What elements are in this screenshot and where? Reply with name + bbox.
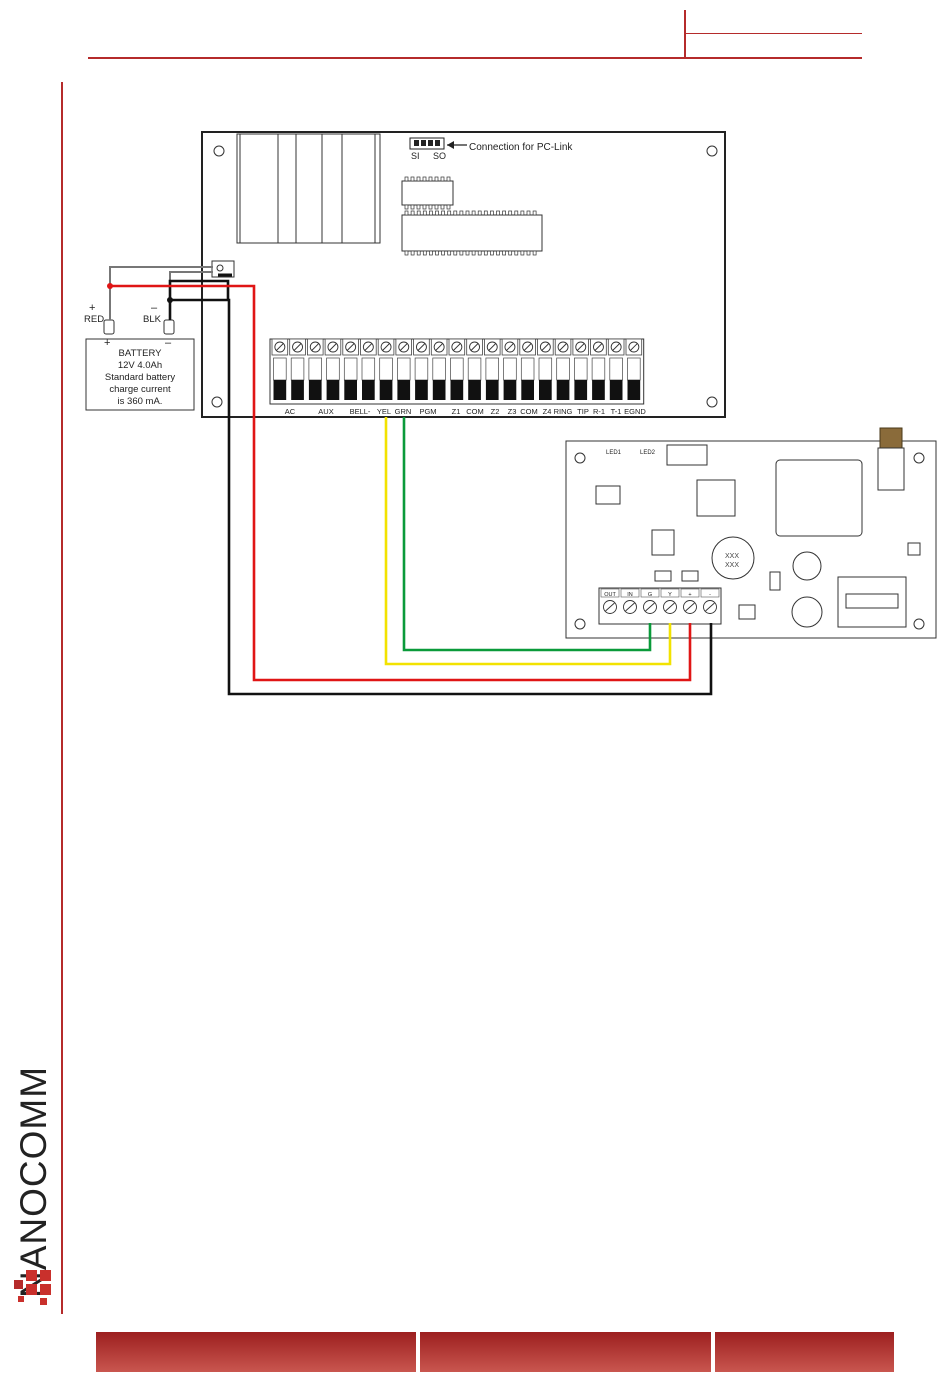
brand-logo: NANOCOMM bbox=[14, 1040, 54, 1305]
terminal-screw bbox=[290, 339, 306, 400]
terminal-screw bbox=[608, 339, 624, 400]
footer-bar-middle bbox=[420, 1332, 711, 1372]
terminal-label: COM bbox=[520, 407, 538, 416]
module-terminal-label: + bbox=[688, 592, 691, 598]
terminal-label: BELL- bbox=[350, 407, 371, 416]
module-led2-label: LED2 bbox=[640, 450, 656, 456]
terminal-screw bbox=[414, 339, 430, 400]
module-terminal-label: IN bbox=[627, 592, 633, 598]
battery-line: 12V 4.0Ah bbox=[118, 360, 162, 371]
terminal-screw bbox=[573, 339, 589, 400]
pc-link-pin-si: SI bbox=[411, 151, 420, 161]
terminal-screw bbox=[431, 339, 447, 400]
terminal-label: TIP bbox=[577, 407, 589, 416]
terminal-label: Z3 bbox=[508, 407, 517, 416]
module-led1-label: LED1 bbox=[606, 450, 622, 456]
brand-mark-icon bbox=[14, 1270, 54, 1306]
terminal-screw bbox=[520, 339, 536, 400]
battery-line: is 360 mA. bbox=[118, 396, 163, 407]
terminal-label: AUX bbox=[318, 407, 333, 416]
gsm-module: LED1 LED2 XXX XXX OUT IN G Y + - bbox=[566, 428, 936, 638]
battery-line: BATTERY bbox=[119, 348, 163, 359]
terminal-screw bbox=[449, 339, 465, 400]
footer-bar-right bbox=[715, 1332, 894, 1372]
terminal-screw bbox=[484, 339, 500, 400]
terminal-label: Z1 bbox=[452, 407, 461, 416]
battery-blk-label: BLK bbox=[143, 314, 162, 325]
terminal-screw bbox=[555, 339, 571, 400]
terminal-screw bbox=[591, 339, 607, 400]
terminal-screw bbox=[467, 339, 483, 400]
terminal-label: T-1 bbox=[611, 407, 622, 416]
pc-link-pin-so: SO bbox=[433, 151, 446, 161]
terminal-label: AC bbox=[285, 407, 296, 416]
terminal-label: RING bbox=[554, 407, 573, 416]
battery-pos-sign: + bbox=[104, 337, 110, 349]
battery-red-label: RED bbox=[84, 314, 104, 325]
terminal-screw bbox=[325, 339, 341, 400]
terminal-screw bbox=[396, 339, 412, 400]
terminal-label: EGND bbox=[624, 407, 646, 416]
brand-name: NANOCOMM bbox=[14, 1033, 54, 1298]
pc-link-label: Connection for PC-Link bbox=[469, 142, 573, 153]
terminal-label: PGM bbox=[419, 407, 436, 416]
terminal-screw bbox=[378, 339, 394, 400]
module-terminal-label: G bbox=[648, 592, 652, 598]
terminal-screw bbox=[361, 339, 377, 400]
terminal-label: Z4 bbox=[543, 407, 552, 416]
heatsink bbox=[237, 134, 380, 243]
module-terminal-label: - bbox=[709, 592, 711, 598]
terminal-label: YEL bbox=[377, 407, 391, 416]
terminal-screw bbox=[307, 339, 323, 400]
terminal-strip bbox=[270, 339, 644, 404]
battery: BATTERY 12V 4.0Ah Standard battery charg… bbox=[84, 302, 194, 410]
module-chip-text: XXX bbox=[725, 553, 739, 560]
terminal-screw bbox=[272, 339, 288, 400]
wire-red-junction bbox=[107, 283, 113, 289]
battery-line: Standard battery bbox=[105, 372, 175, 383]
module-terminal-label: Y bbox=[668, 592, 672, 598]
module-terminal-block: OUT IN G Y + - bbox=[599, 588, 721, 624]
battery-neg-sign: – bbox=[165, 337, 172, 349]
wire-black-junction bbox=[167, 297, 173, 303]
terminal-screw bbox=[343, 339, 359, 400]
wiring-diagram: Connection for PC-Link SI SO AC AUX BELL- Y… bbox=[0, 0, 950, 720]
terminal-label: R-1 bbox=[593, 407, 605, 416]
alarm-panel: Connection for PC-Link SI SO AC AUX BELL- Y… bbox=[202, 132, 725, 417]
terminal-label: GRN bbox=[395, 407, 412, 416]
battery-top-pos-sign: + bbox=[89, 302, 95, 314]
terminal-screw bbox=[502, 339, 518, 400]
terminal-label: Z2 bbox=[491, 407, 500, 416]
module-chip-text-2: XXX bbox=[725, 562, 739, 569]
terminal-screw bbox=[538, 339, 554, 400]
terminal-label: COM bbox=[466, 407, 484, 416]
battery-lead-gray bbox=[110, 267, 213, 320]
battery-line: charge current bbox=[109, 384, 171, 395]
battery-top-neg-sign: – bbox=[151, 302, 158, 314]
footer-bar-left bbox=[96, 1332, 416, 1372]
terminal-screw bbox=[626, 339, 642, 400]
module-terminal-label: OUT bbox=[604, 592, 616, 598]
